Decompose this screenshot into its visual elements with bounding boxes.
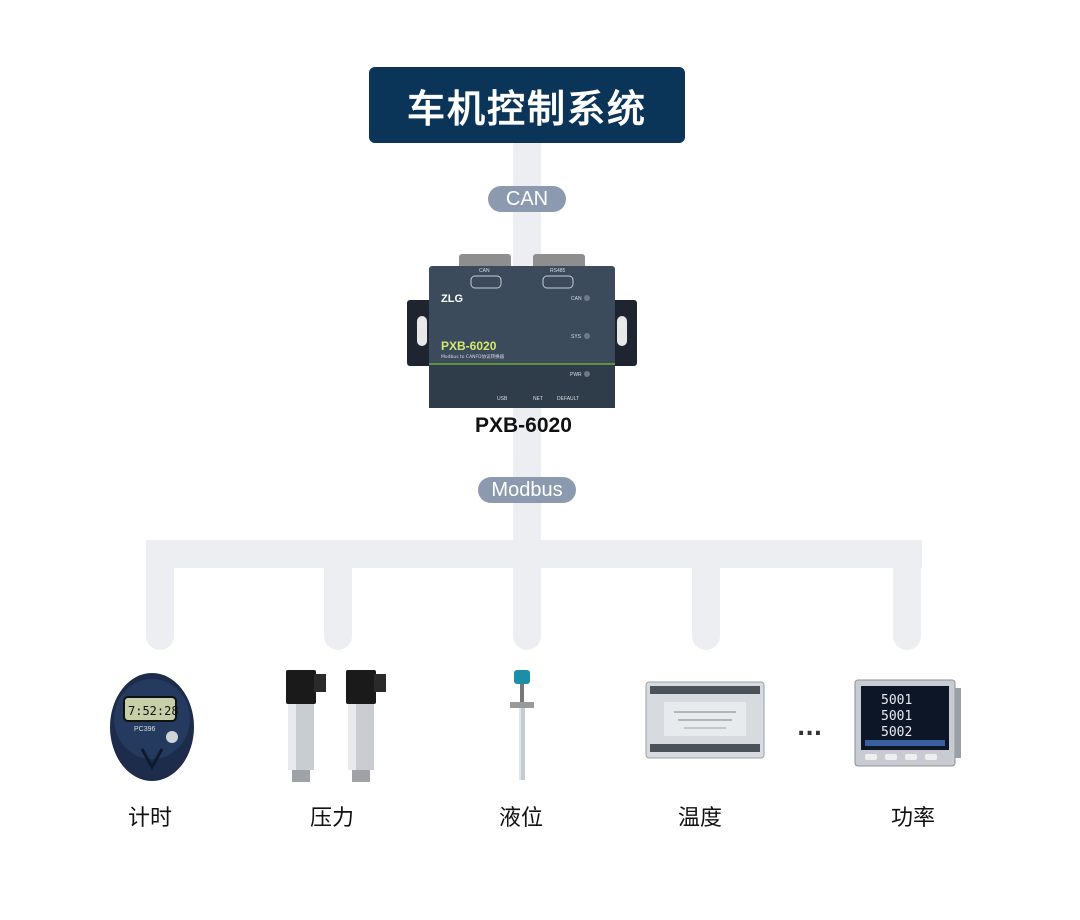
drop-line-1 xyxy=(146,540,174,650)
drop-line-2 xyxy=(324,540,352,650)
more-devices-ellipsis: ... xyxy=(797,716,822,741)
temperature-module-image xyxy=(645,681,765,759)
drop-line-4 xyxy=(692,540,720,650)
gateway-led-label-can: CAN xyxy=(571,296,582,302)
gateway-bottom-label-net: NET xyxy=(533,396,543,402)
gateway-product-sub: Modbus to CANFD协议转换器 xyxy=(441,353,505,360)
level-sensor-image xyxy=(510,670,534,780)
can-link-label: CAN xyxy=(488,186,566,212)
power-meter-readout-2: 5001 xyxy=(881,709,912,724)
gateway-bottom-label-default: DEFAULT xyxy=(557,396,579,402)
system-title-box: 车机控制系统 xyxy=(369,67,685,143)
stopwatch-image: 7:52:28 PC396 xyxy=(110,673,194,781)
device-label-power: 功率 xyxy=(890,806,935,831)
modbus-link-label: Modbus xyxy=(478,477,576,503)
device-label-timer: 计时 xyxy=(127,806,172,831)
system-title: 车机控制系统 xyxy=(406,86,647,131)
power-meter-readout-1: 5001 xyxy=(881,693,912,708)
gateway-port-label-can: CAN xyxy=(479,268,490,274)
gateway-bottom-label-usb: USB xyxy=(497,396,508,402)
gateway-brand-logo: ZLG xyxy=(441,293,463,305)
modbus-link-text: Modbus xyxy=(491,478,563,501)
more-devices-text: ... xyxy=(797,716,823,741)
device-label-pressure: 压力 xyxy=(309,806,354,831)
power-meter-image: 5001 5001 5002 xyxy=(854,679,961,767)
stopwatch-model: PC396 xyxy=(134,726,156,733)
gateway-device-image: ZLG CAN RS485 CAN SYS PWR PXB-6020 Modbu… xyxy=(407,254,637,408)
gateway-model-text: PXB-6020 xyxy=(475,414,572,437)
gateway-led-label-pwr: PWR xyxy=(570,372,582,378)
device-label-temperature: 温度 xyxy=(677,806,722,831)
drop-line-3 xyxy=(513,540,541,650)
stopwatch-readout: 7:52:28 xyxy=(128,704,179,718)
pressure-sensor-image xyxy=(286,670,386,782)
drop-line-5 xyxy=(893,540,921,650)
gateway-product-text: PXB-6020 xyxy=(441,339,497,353)
power-meter-readout-3: 5002 xyxy=(881,725,912,740)
gateway-model-label: PXB-6020 xyxy=(475,414,572,438)
gateway-port-label-rs485: RS485 xyxy=(550,268,566,274)
gateway-led-label-sys: SYS xyxy=(571,334,582,340)
can-link-text: CAN xyxy=(505,187,549,210)
device-label-level: 液位 xyxy=(498,806,543,831)
